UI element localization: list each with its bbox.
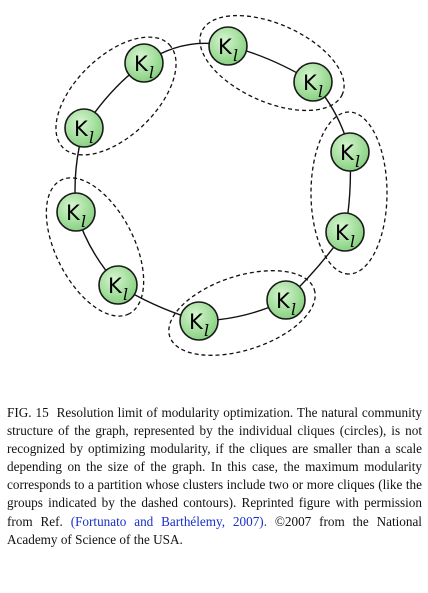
clique-node: K l: [56, 192, 96, 232]
group-contours: [45, 14, 388, 356]
node-subscript: l: [204, 321, 209, 340]
node-subscript: l: [318, 82, 323, 101]
clique-node: K l: [293, 62, 333, 102]
clique-node: K l: [325, 212, 365, 252]
clique-node: K l: [330, 132, 370, 172]
ring-of-cliques-diagram: K l K l K l K l K l: [45, 14, 388, 356]
clique-node: K l: [208, 26, 248, 66]
node-label: K: [66, 201, 81, 225]
node-subscript: l: [89, 128, 94, 147]
node-label: K: [189, 310, 204, 334]
clique-node: K l: [266, 280, 306, 320]
group-contour-1: [55, 36, 177, 156]
node-label: K: [74, 117, 89, 141]
figure: K l K l K l K l K l: [45, 14, 388, 356]
node-subscript: l: [350, 232, 355, 251]
node-subscript: l: [81, 212, 86, 231]
node-label: K: [134, 52, 149, 76]
node-label: K: [340, 141, 355, 165]
copyright-text: ©2007 from the National Academy of Scien…: [7, 513, 422, 547]
node-subscript: l: [291, 300, 296, 319]
group-contour-5: [45, 177, 145, 317]
group-contour-3: [310, 111, 388, 275]
node-subscript: l: [355, 152, 360, 171]
clique-node: K l: [124, 43, 164, 83]
caption-text: Resolution limit of modularity optimizat…: [7, 405, 423, 529]
group-contour-4: [168, 270, 316, 356]
figure-caption: FIG. 15 Resolution limit of modularity o…: [7, 404, 422, 549]
group-contour-2: [199, 14, 345, 112]
figure-label: FIG. 15: [7, 405, 49, 420]
citation-link[interactable]: (Fortunato and Barthélemy, 2007).: [70, 513, 267, 529]
node-subscript: l: [233, 46, 238, 65]
node-label: K: [276, 289, 291, 313]
clique-node: K l: [98, 265, 138, 305]
node-label: K: [335, 221, 350, 245]
node-label: K: [218, 35, 233, 59]
clique-node: K l: [64, 108, 104, 148]
node-label: K: [108, 274, 123, 298]
node-subscript: l: [123, 285, 128, 304]
clique-nodes: K l K l K l K l K l: [56, 26, 370, 341]
clique-node: K l: [179, 301, 219, 341]
node-label: K: [303, 71, 318, 95]
node-subscript: l: [149, 63, 154, 82]
